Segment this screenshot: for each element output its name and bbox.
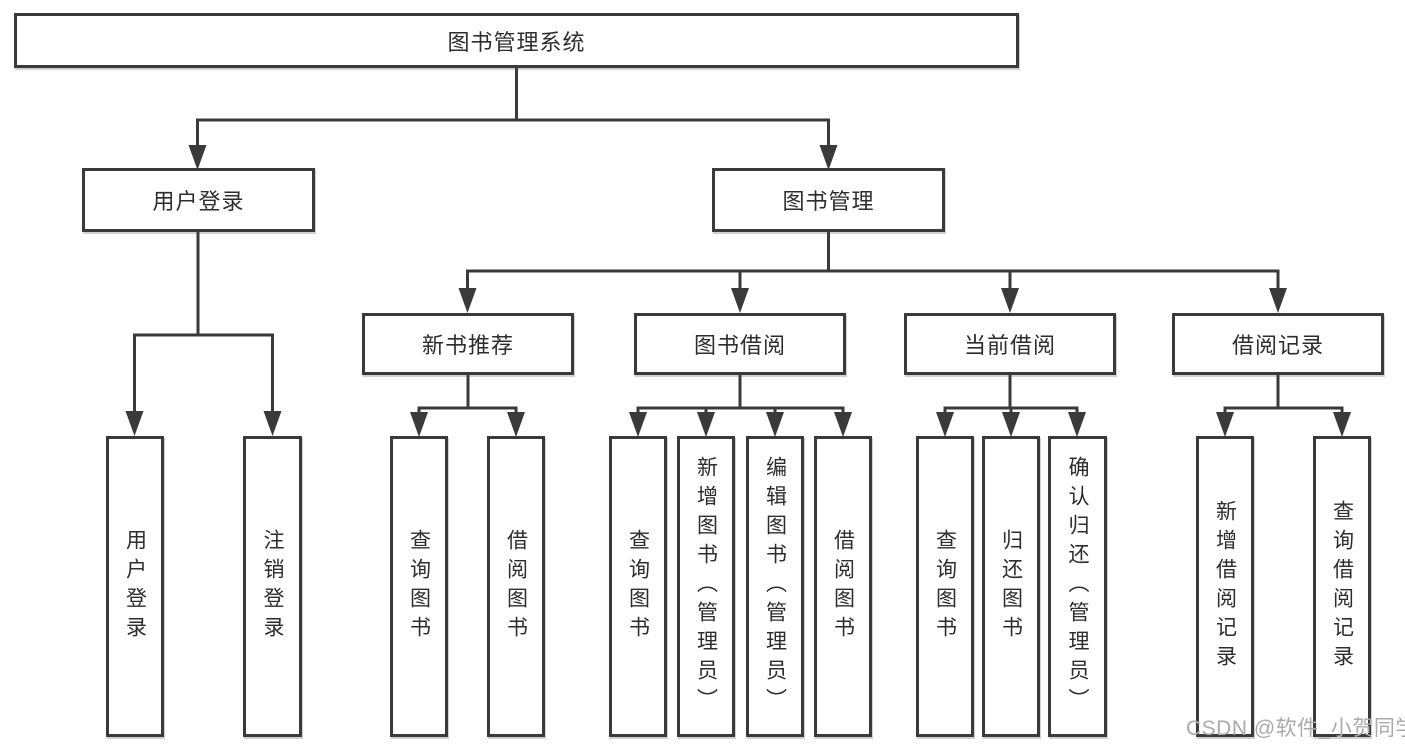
node-new-book-rec-label: 新书推荐 <box>421 333 514 358</box>
node-user-login-label: 用户登录 <box>152 189 245 214</box>
node-book-mgmt: 图书管理 <box>712 168 945 232</box>
leaf-logout-label: 注销登录 <box>261 528 284 645</box>
leaf-borrow-books-rec-label: 借阅图书 <box>504 528 528 645</box>
node-root-library-system: 图书管理系统 <box>14 13 1019 68</box>
leaf-edit-book-admin: 编辑图书（管理员） <box>746 436 804 737</box>
node-book-mgmt-label: 图书管理 <box>782 189 875 214</box>
leaf-query-books-borrow: 查询图书 <box>609 436 667 737</box>
leaf-query-books-rec: 查询图书 <box>390 436 448 737</box>
leaf-return-book-label: 归还图书 <box>999 528 1023 645</box>
leaf-logout: 注销登录 <box>243 436 302 737</box>
leaf-confirm-return-admin: 确认归还（管理员） <box>1048 436 1107 737</box>
node-user-login: 用户登录 <box>82 168 315 232</box>
node-borrow-records: 借阅记录 <box>1172 313 1384 375</box>
leaf-add-book-admin-label: 新增图书（管理员） <box>694 456 718 717</box>
leaf-query-books-current: 查询图书 <box>916 436 974 737</box>
leaf-borrow-books-rec: 借阅图书 <box>487 436 545 737</box>
leaf-user-login-label: 用户登录 <box>123 528 147 645</box>
leaf-borrow-book: 借阅图书 <box>814 436 872 737</box>
node-book-borrow: 图书借阅 <box>634 313 846 375</box>
leaf-query-books-rec-label: 查询图书 <box>407 528 431 645</box>
csdn-watermark: CSDN @软件_小贺同学 <box>1186 717 1405 740</box>
leaf-query-books-borrow-label: 查询图书 <box>626 528 650 645</box>
leaf-query-borrow-record: 查询借阅记录 <box>1313 436 1371 737</box>
leaf-confirm-return-admin-label: 确认归还（管理员） <box>1066 456 1089 717</box>
leaf-query-borrow-record-label: 查询借阅记录 <box>1330 499 1354 674</box>
leaf-borrow-book-label: 借阅图书 <box>831 528 855 645</box>
node-new-book-rec: 新书推荐 <box>362 313 574 375</box>
leaf-return-book: 归还图书 <box>982 436 1040 737</box>
leaf-query-books-current-label: 查询图书 <box>933 528 957 645</box>
leaf-add-borrow-record: 新增借阅记录 <box>1196 436 1254 737</box>
leaf-user-login: 用户登录 <box>106 436 164 737</box>
node-current-borrow-label: 当前借阅 <box>963 333 1056 358</box>
leaf-edit-book-admin-label: 编辑图书（管理员） <box>763 456 787 717</box>
leaf-add-borrow-record-label: 新增借阅记录 <box>1213 499 1237 674</box>
leaf-add-book-admin: 新增图书（管理员） <box>677 436 735 737</box>
node-book-borrow-label: 图书借阅 <box>693 333 786 358</box>
node-current-borrow: 当前借阅 <box>904 313 1116 375</box>
node-root-label: 图书管理系统 <box>447 29 586 55</box>
node-borrow-records-label: 借阅记录 <box>1231 333 1324 358</box>
